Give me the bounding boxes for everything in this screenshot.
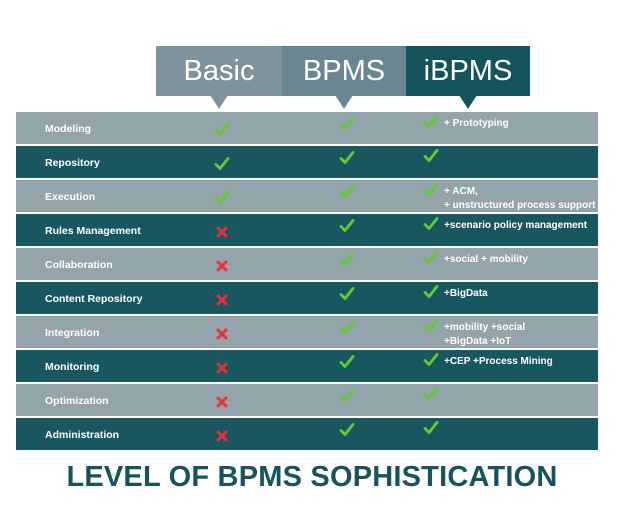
feature-label: Monitoring — [45, 361, 100, 373]
table-row: Execution + ACM, + unstructured process s… — [16, 180, 598, 212]
header-basic-label: Basic — [183, 55, 255, 87]
check-icon — [421, 384, 441, 404]
ibpms-note: + Prototyping — [444, 118, 509, 129]
check-icon — [421, 350, 441, 370]
feature-label: Repository — [45, 157, 100, 169]
check-icon — [212, 120, 232, 140]
cross-icon — [212, 222, 232, 242]
check-icon — [212, 154, 232, 174]
header-basic: Basic — [156, 46, 282, 109]
header-ibpms-pointer — [459, 95, 477, 109]
cross-icon — [212, 256, 232, 276]
table-row: Modeling + Prototyping — [16, 112, 598, 144]
cross-icon — [212, 290, 232, 310]
ibpms-note: +CEP +Process Mining — [444, 356, 553, 367]
table-row: Monitoring +CEP +Process Mining — [16, 350, 598, 382]
check-icon — [337, 250, 357, 270]
check-icon — [337, 148, 357, 168]
check-icon — [421, 248, 441, 268]
check-icon — [421, 180, 441, 200]
table-row: Integration +mobility +social +BigData +I… — [16, 316, 598, 348]
table-row: Administration — [16, 418, 598, 450]
check-icon — [337, 114, 357, 134]
cross-icon — [212, 358, 232, 378]
ibpms-note: + ACM, + unstructured process support — [444, 186, 596, 211]
cross-icon — [212, 324, 232, 344]
check-icon — [421, 316, 441, 336]
feature-label: Administration — [45, 429, 120, 441]
feature-label: Integration — [45, 327, 100, 339]
header-bpms-pointer — [335, 95, 353, 109]
header-ibpms: iBPMS — [406, 46, 530, 109]
check-icon — [421, 146, 441, 166]
check-icon — [421, 418, 441, 438]
feature-label: Modeling — [45, 123, 92, 135]
feature-label: Rules Management — [45, 225, 141, 237]
ibpms-note: +social + mobility — [444, 254, 528, 265]
header-ibpms-label: iBPMS — [423, 55, 513, 87]
feature-label: Collaboration — [45, 259, 113, 271]
check-icon — [421, 112, 441, 132]
check-icon — [337, 216, 357, 236]
cross-icon — [212, 426, 232, 446]
ibpms-note: +mobility +social +BigData +IoT — [444, 322, 526, 347]
table-row: Optimization — [16, 384, 598, 416]
check-icon — [421, 214, 441, 234]
ibpms-note: +BigData — [444, 288, 488, 299]
table-row: Content Repository +BigData — [16, 282, 598, 314]
check-icon — [337, 420, 357, 440]
feature-label: Optimization — [45, 395, 109, 407]
ibpms-note: +scenario policy management — [444, 220, 588, 231]
cross-icon — [212, 392, 232, 412]
check-icon — [212, 188, 232, 208]
feature-label: Content Repository — [45, 293, 143, 305]
check-icon — [337, 386, 357, 406]
check-icon — [337, 352, 357, 372]
header-bpms: BPMS — [282, 46, 406, 109]
check-icon — [337, 182, 357, 202]
check-icon — [421, 282, 441, 302]
table-row: Repository — [16, 146, 598, 178]
header-bpms-label: BPMS — [302, 55, 386, 87]
table-row: Collaboration +social + mobility — [16, 248, 598, 280]
footer-title: LEVEL OF BPMS SOPHISTICATION — [66, 461, 558, 493]
check-icon — [337, 318, 357, 338]
table-row: Rules Management +scenario policy managem… — [16, 214, 598, 246]
check-icon — [337, 284, 357, 304]
header-basic-pointer — [210, 95, 228, 109]
feature-label: Execution — [45, 191, 96, 203]
